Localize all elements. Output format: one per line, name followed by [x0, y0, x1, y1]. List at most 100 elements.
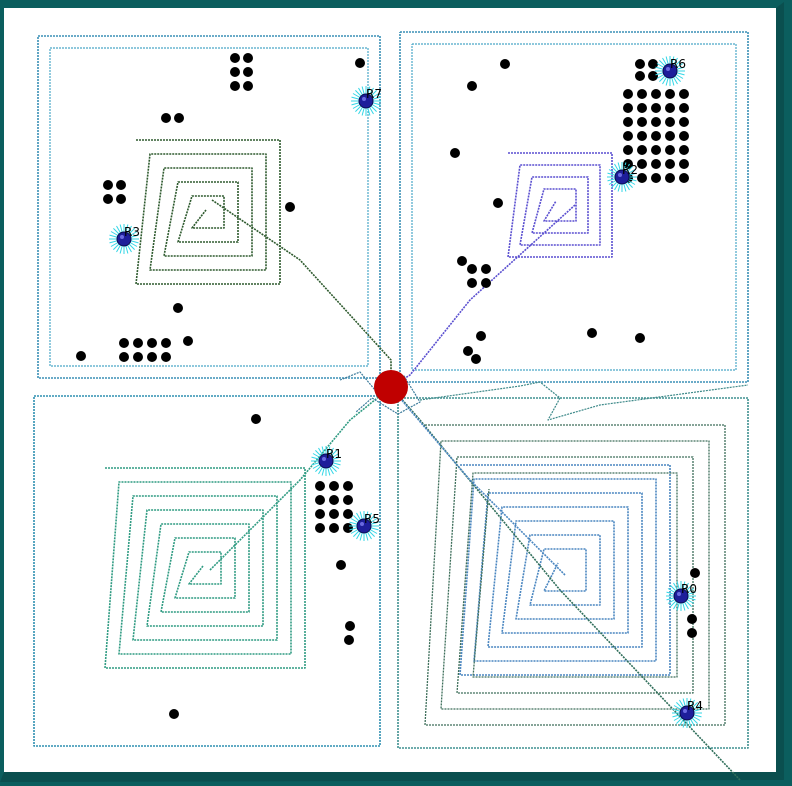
obstacle: [116, 180, 126, 190]
obstacle: [687, 628, 697, 638]
robot-r1[interactable]: R1: [311, 446, 342, 476]
obstacle: [648, 59, 658, 69]
robot-highlight: [618, 173, 622, 177]
obstacle: [679, 89, 689, 99]
obstacle: [493, 198, 503, 208]
trail-path-r2: [390, 204, 576, 388]
robot-highlight: [120, 235, 124, 239]
obstacle: [679, 145, 689, 155]
obstacle: [119, 338, 129, 348]
obstacle: [665, 159, 675, 169]
robot-r4[interactable]: R4: [672, 698, 703, 728]
obstacle: [665, 117, 675, 127]
obstacle: [623, 131, 633, 141]
obstacle: [623, 89, 633, 99]
obstacle: [161, 352, 171, 362]
obstacle: [467, 81, 477, 91]
trail-quadrant-br: [397, 397, 749, 749]
obstacle: [651, 131, 661, 141]
obstacle: [343, 495, 353, 505]
obstacle: [147, 352, 157, 362]
obstacle: [343, 481, 353, 491]
obstacle: [457, 256, 467, 266]
robot-body: [679, 705, 695, 721]
obstacle: [665, 173, 675, 183]
robot-highlight: [683, 709, 687, 713]
obstacle: [637, 131, 647, 141]
obstacle: [679, 117, 689, 127]
robot-highlight: [322, 457, 326, 461]
robot-label: R0: [681, 582, 697, 596]
obstacle: [230, 67, 240, 77]
obstacle: [637, 173, 647, 183]
obstacle: [637, 103, 647, 113]
robot-r2[interactable]: R2: [607, 162, 638, 192]
obstacle: [679, 103, 689, 113]
obstacle: [103, 180, 113, 190]
robot-body: [358, 93, 374, 109]
obstacle: [133, 338, 143, 348]
obstacle: [329, 523, 339, 533]
obstacle: [665, 103, 675, 113]
obstacle: [623, 117, 633, 127]
obstacle: [623, 145, 633, 155]
robot-highlight: [677, 592, 681, 596]
obstacle: [450, 148, 460, 158]
trail-path-r1: [209, 386, 392, 571]
obstacle: [161, 338, 171, 348]
obstacle: [476, 331, 486, 341]
obstacle: [690, 568, 700, 578]
obstacle: [500, 59, 510, 69]
trail-exit-right: [419, 381, 749, 421]
robot-body: [356, 518, 372, 534]
obstacle: [463, 346, 473, 356]
trail-path-r4: [390, 386, 741, 781]
robot-label: R1: [326, 447, 342, 461]
obstacle: [119, 352, 129, 362]
robot-r7[interactable]: R7: [351, 86, 382, 116]
obstacle: [173, 303, 183, 313]
obstacle: [315, 523, 325, 533]
obstacle: [687, 614, 697, 624]
obstacle: [637, 145, 647, 155]
robot-highlight: [362, 97, 366, 101]
robot-body: [318, 453, 334, 469]
obstacle: [345, 621, 355, 631]
obstacle: [161, 113, 171, 123]
obstacle: [651, 173, 661, 183]
robot-r3[interactable]: R3: [109, 224, 140, 254]
obstacle: [679, 173, 689, 183]
obstacle: [243, 67, 253, 77]
obstacle: [174, 113, 184, 123]
obstacle: [243, 53, 253, 63]
trail-inner-tr: [411, 43, 737, 371]
obstacle: [76, 351, 86, 361]
obstacle: [587, 328, 597, 338]
obstacle: [637, 89, 647, 99]
obstacle: [315, 509, 325, 519]
obstacle: [665, 89, 675, 99]
obstacle: [103, 194, 113, 204]
obstacle: [471, 354, 481, 364]
obstacle: [651, 103, 661, 113]
robot-r5[interactable]: R5: [349, 511, 380, 541]
obstacle: [355, 58, 365, 68]
robot-label: R2: [622, 163, 638, 177]
obstacle: [637, 117, 647, 127]
obstacle: [183, 336, 193, 346]
obstacle: [336, 560, 346, 570]
robot-r0[interactable]: R0: [666, 581, 697, 611]
robot-r6[interactable]: R6: [655, 56, 686, 86]
robot-label: R6: [670, 57, 686, 71]
trail-spiral-r0: [459, 464, 671, 676]
obstacle: [116, 194, 126, 204]
obstacle: [481, 264, 491, 274]
trail-spiral-r4: [424, 424, 726, 726]
obstacle: [651, 117, 661, 127]
robot-label: R7: [366, 87, 382, 101]
obstacle: [329, 481, 339, 491]
obstacle: [230, 53, 240, 63]
obstacle: [169, 709, 179, 719]
